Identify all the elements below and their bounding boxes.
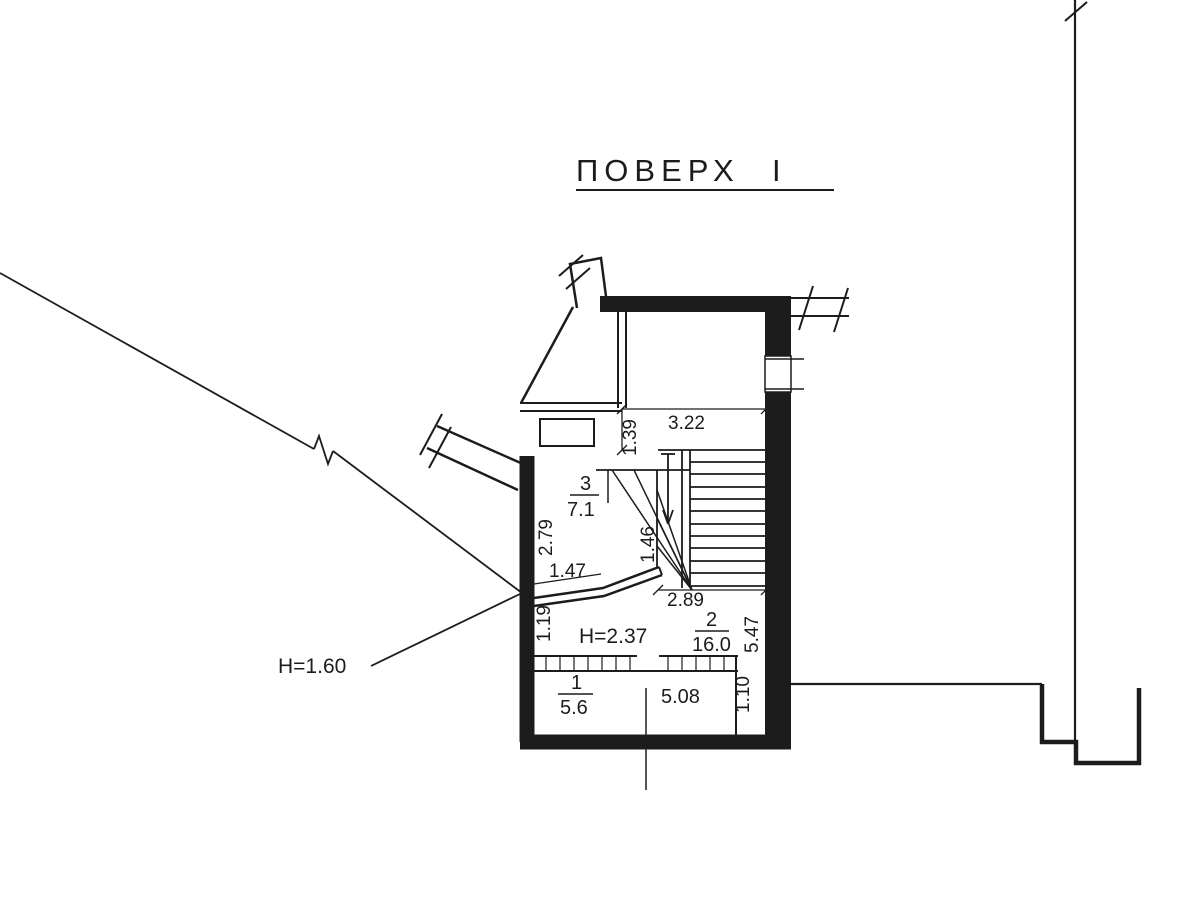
break-symbol <box>313 433 334 467</box>
dim-room3-width: 1.47 <box>549 561 586 582</box>
break-tick <box>565 267 591 290</box>
dim-corridor-length: 5.08 <box>661 686 700 708</box>
room1-number: 1 <box>571 672 582 694</box>
exterior-walls <box>419 254 849 750</box>
section-slope-lines <box>0 272 523 667</box>
window-opening <box>764 355 804 393</box>
break-tick <box>428 426 452 469</box>
interior-walls <box>520 304 738 790</box>
dim-left-wall-segment: 1.19 <box>534 605 555 642</box>
site-boundary-lines <box>791 0 1142 766</box>
height-leader-line <box>370 592 523 667</box>
break-tick <box>833 287 849 333</box>
stair-direction-arrow <box>661 453 675 525</box>
masonry-ticks <box>545 656 725 671</box>
dim-upper-room-width: 3.22 <box>668 413 705 434</box>
room2-area: 16.0 <box>692 634 731 656</box>
chimney <box>568 256 609 309</box>
room2-number: 2 <box>706 609 717 631</box>
dim-right-wall-segment: 1.10 <box>733 676 754 713</box>
height-note-outside: H=1.60 <box>278 655 346 678</box>
winder-steps <box>611 469 693 591</box>
angled-wall-outer <box>436 424 524 466</box>
room1-area: 5.6 <box>560 697 588 719</box>
dim-room2-depth: 5.47 <box>742 616 763 653</box>
dim-room3-wall: 2.79 <box>536 519 557 556</box>
angled-wall-inner <box>426 446 519 492</box>
room3-number: 3 <box>580 473 591 495</box>
break-tick <box>558 254 584 277</box>
dimension-lines <box>533 403 772 596</box>
page-title-numeral: І <box>772 153 787 188</box>
wall-niche <box>539 418 595 447</box>
break-tick <box>419 413 443 456</box>
dim-stair-flight-width: 1.46 <box>638 526 659 563</box>
diagonal-wall-outer <box>533 565 660 600</box>
dim-upper-room-depth: 1.39 <box>620 419 641 456</box>
stairs <box>611 449 766 591</box>
room3-area: 7.1 <box>567 499 595 521</box>
diagonal-wall-inner <box>533 573 663 608</box>
labels: ПОВЕРХ І H=1.60 H=2.37 3.22 1.39 2.79 1.… <box>278 153 834 719</box>
page-title: ПОВЕРХ <box>576 153 740 188</box>
break-tick <box>798 285 814 331</box>
height-note-room2: H=2.37 <box>579 625 647 648</box>
dim-stair-run: 2.89 <box>667 590 704 611</box>
